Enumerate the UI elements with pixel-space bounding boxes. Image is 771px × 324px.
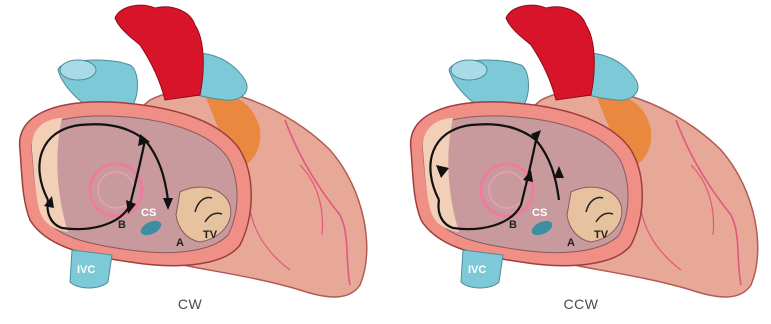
caption-ccw: CCW [391,296,771,312]
heart-diagram-cw: B CS A TV IVC [0,0,380,324]
label-b: B [118,219,126,231]
cw-heart-panel: B CS A TV IVC CW [0,0,380,324]
label-b: B [509,219,517,231]
heart-diagram-ccw: B CS A TV IVC [391,0,771,324]
svc-opening [60,60,96,80]
caption-cw: CW [0,296,380,312]
label-ivc: IVC [77,264,95,276]
label-tv: TV [594,229,609,241]
svc-opening [451,60,487,80]
label-a: A [567,237,575,249]
ccw-heart-panel: B CS A TV IVC CCW [391,0,771,324]
label-cs: CS [141,207,156,219]
label-cs: CS [532,207,547,219]
label-a: A [176,237,184,249]
label-ivc: IVC [468,264,486,276]
label-tv: TV [203,229,218,241]
